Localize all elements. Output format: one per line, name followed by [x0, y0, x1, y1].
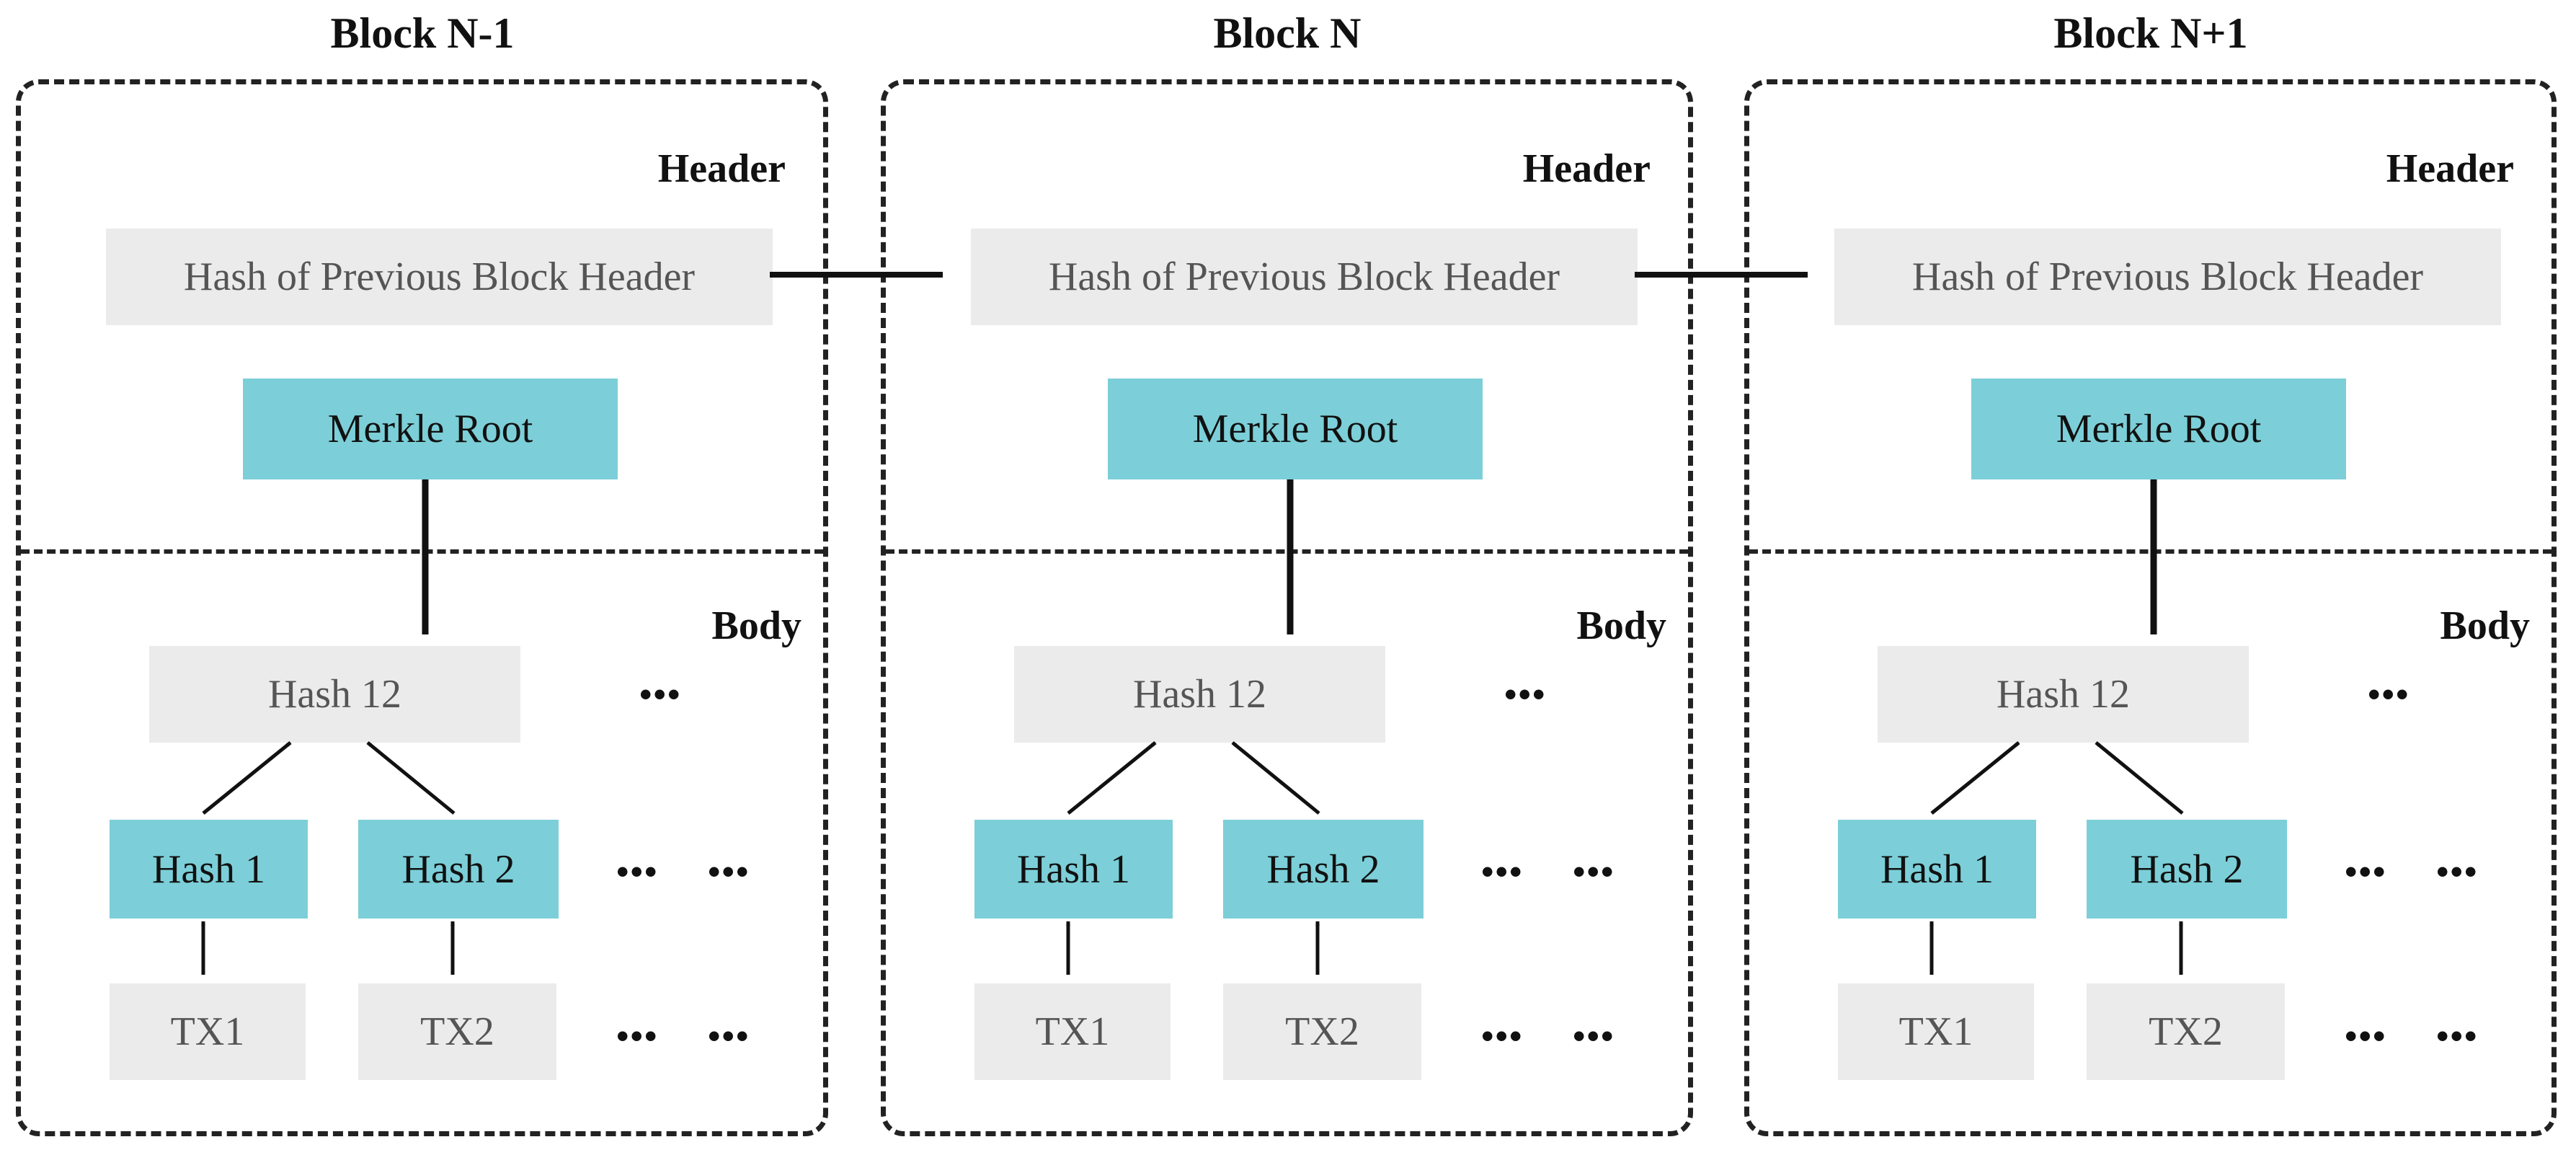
ellipsis-dots: ••• — [1481, 1016, 1524, 1056]
hash2-box: Hash 2 — [2087, 820, 2287, 919]
hash12-box: Hash 12 — [149, 646, 520, 743]
hash1-box: Hash 1 — [1838, 820, 2036, 919]
prev-hash-box: Hash of Previous Block Header — [971, 229, 1638, 325]
tx1-box: TX1 — [110, 983, 306, 1080]
ellipsis-dots: ••• — [616, 1016, 659, 1056]
hash1-box: Hash 1 — [974, 820, 1173, 919]
arrow-hash1-to-hash12 — [202, 741, 292, 815]
ellipsis-dots: ••• — [2345, 851, 2387, 892]
hash2-box: Hash 2 — [1223, 820, 1424, 919]
arrow-hash1-to-hash12 — [1067, 741, 1157, 815]
ellipsis-dots: ••• — [2368, 674, 2410, 714]
ellipsis-dots: ••• — [708, 851, 750, 892]
body-label: Body — [711, 603, 802, 648]
ellipsis-dots: ••• — [1481, 851, 1524, 892]
merkle-root-box: Merkle Root — [243, 379, 618, 479]
tx2-box: TX2 — [1223, 983, 1421, 1080]
arrow-hash1-to-hash12 — [1930, 741, 2020, 815]
block-title: Block N+1 — [2053, 9, 2248, 57]
arrow-hash2-to-hash12 — [366, 741, 456, 815]
ellipsis-dots: ••• — [1573, 1016, 1615, 1056]
header-label: Header — [1522, 146, 1651, 191]
arrow-hash2-to-hash12 — [2095, 741, 2184, 815]
ellipsis-dots: ••• — [2436, 1016, 2479, 1056]
header-label: Header — [657, 146, 786, 191]
tx2-box: TX2 — [2087, 983, 2285, 1080]
header-label: Header — [2386, 146, 2514, 191]
ellipsis-dots: ••• — [2436, 851, 2479, 892]
arrow-hash2-to-hash12 — [1231, 741, 1320, 815]
block-title: Block N-1 — [330, 9, 515, 57]
block-title: Block N — [1213, 9, 1362, 57]
body-label: Body — [2440, 603, 2531, 648]
merkle-root-box: Merkle Root — [1108, 379, 1483, 479]
prev-hash-box: Hash of Previous Block Header — [1834, 229, 2501, 325]
prev-hash-box: Hash of Previous Block Header — [106, 229, 773, 325]
hash2-box: Hash 2 — [358, 820, 559, 919]
ellipsis-dots: ••• — [1504, 674, 1547, 714]
body-label: Body — [1576, 603, 1667, 648]
hash12-box: Hash 12 — [1014, 646, 1385, 743]
ellipsis-dots: ••• — [2345, 1016, 2387, 1056]
ellipsis-dots: ••• — [708, 1016, 750, 1056]
ellipsis-dots: ••• — [1573, 851, 1615, 892]
tx1-box: TX1 — [1838, 983, 2034, 1080]
hash12-box: Hash 12 — [1878, 646, 2249, 743]
tx2-box: TX2 — [358, 983, 556, 1080]
merkle-root-box: Merkle Root — [1971, 379, 2346, 479]
ellipsis-dots: ••• — [639, 674, 682, 714]
ellipsis-dots: ••• — [616, 851, 659, 892]
hash1-box: Hash 1 — [110, 820, 308, 919]
tx1-box: TX1 — [974, 983, 1171, 1080]
